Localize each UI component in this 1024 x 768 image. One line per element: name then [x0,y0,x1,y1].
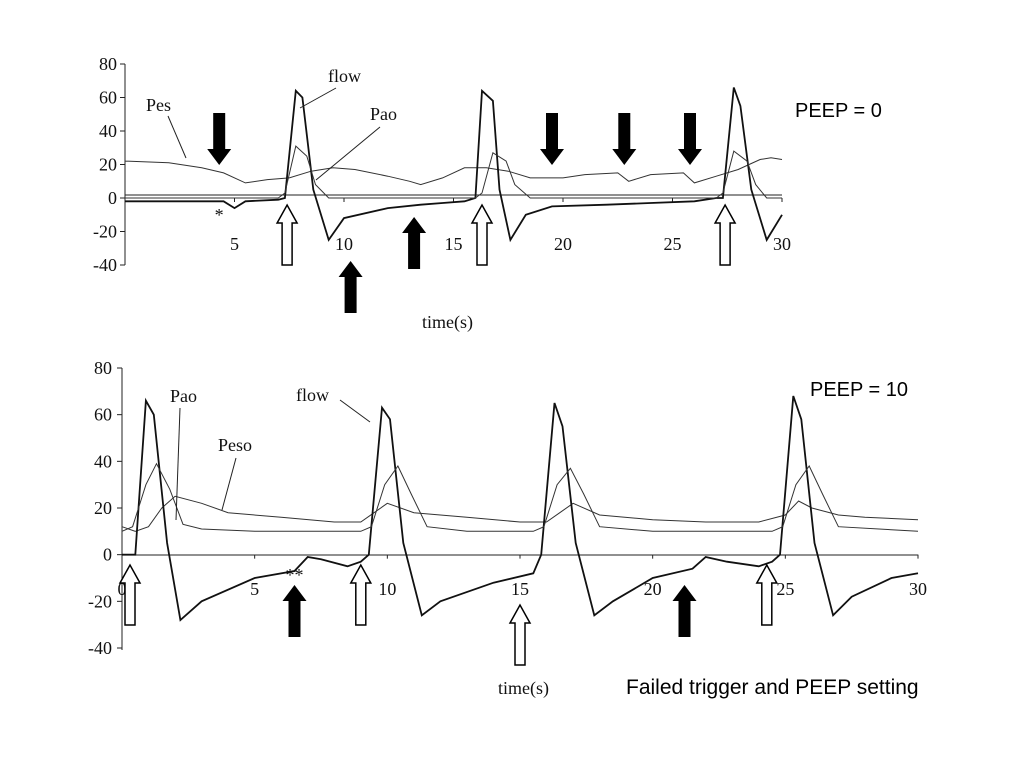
arrow-solid-up-icon [402,217,427,269]
y-tick-label: 20 [94,498,112,518]
series-line-esophageal [121,495,919,532]
x-tick-label: 0 [118,579,127,599]
series-panel-2: ** [121,395,919,622]
series-label-pao-2: Pao [170,386,197,406]
x-tick-label: 25 [664,234,682,254]
y-axis-panel-2: 80 60 40 20 0 -20 -40 [88,358,123,658]
y-tick-label: 0 [103,545,112,565]
leader-pes [167,115,187,159]
x-axis-label-panel-1: time(s) [422,312,473,333]
x-tick-label: 30 [909,579,927,599]
asterisk-marker: ** [285,565,303,585]
series-label-flow: flow [328,66,361,86]
y-tick-label: -40 [88,638,112,658]
arrow-open-up-icon [276,204,298,266]
y-tick-label: -40 [93,255,117,275]
asterisk-marker: * [215,205,224,225]
x-ticks-panel-2: 0 5 10 15 20 25 30 [118,554,927,599]
panel-peep-0: 80 60 40 20 0 -20 -40 5 10 15 20 25 30 * Pes flow P… [93,54,882,333]
y-tick-label: -20 [93,222,117,242]
y-axis-panel-1: 80 60 40 20 0 -20 -40 [93,54,126,275]
series-line-airway [125,145,782,199]
x-axis-label-panel-2: time(s) [498,678,549,699]
y-tick-label: 60 [99,88,117,108]
x-tick-label: 15 [511,579,529,599]
arrow-solid-up-icon [672,585,697,637]
peep-annotation-1: PEEP = 0 [795,100,882,122]
y-tick-label: 40 [99,121,117,141]
y-ticks-panel-2: 80 60 40 20 0 -20 -40 [88,358,122,658]
y-tick-label: 20 [99,155,117,175]
series-line-airway [121,462,919,532]
series-line-flow [122,395,919,622]
x-tick-label: 20 [644,579,662,599]
x-tick-label: 25 [776,579,794,599]
x-tick-label: 10 [378,579,396,599]
arrow-solid-down-icon [207,113,232,165]
panel-peep-10: 80 60 40 20 0 -20 -40 0 5 10 15 20 25 30 ** Pao Peso… [88,358,927,699]
x-tick-label: 15 [445,234,463,254]
arrow-solid-up-icon [282,585,307,637]
y-tick-label: 40 [94,451,112,471]
series-label-pao: Pao [370,104,397,124]
leader-flow-2 [339,399,371,423]
x-ticks-panel-1: 5 10 15 20 25 30 [230,198,791,254]
x-tick-label: 10 [335,234,353,254]
arrow-solid-up-icon [338,261,363,313]
y-tick-label: 60 [94,405,112,425]
arrow-open-up-icon [756,564,778,626]
y-ticks-panel-1: 80 60 40 20 0 -20 -40 [93,54,125,275]
leader-peso [221,457,237,511]
leader-flow [299,87,337,109]
y-tick-label: 80 [99,54,117,74]
x-tick-label: 5 [230,234,239,254]
y-tick-label: 80 [94,358,112,378]
x-tick-label: 20 [554,234,572,254]
series-label-peso: Peso [218,435,252,455]
arrows-panel-1 [207,113,736,313]
arrow-open-up-icon [350,564,372,626]
x-tick-label: 30 [773,234,791,254]
figure-caption: Failed trigger and PEEP setting [626,676,919,699]
arrow-solid-down-icon [678,113,702,165]
series-panel-1: * [124,87,783,243]
arrow-open-up-icon [471,204,493,266]
x-tick-label: 5 [250,579,259,599]
peep-annotation-2: PEEP = 10 [810,379,908,401]
arrow-open-up-icon [509,604,531,666]
series-label-pes: Pes [146,95,171,115]
arrow-solid-down-icon [540,113,564,165]
y-tick-label: 0 [108,188,117,208]
leader-pao-2 [175,407,181,521]
series-label-flow-2: flow [296,385,329,405]
leader-pao [315,126,381,181]
arrow-open-up-icon [714,204,736,266]
series-line-esophageal [124,157,783,186]
y-tick-label: -20 [88,591,112,611]
arrow-solid-down-icon [612,113,637,165]
arrows-panel-2 [119,564,778,666]
